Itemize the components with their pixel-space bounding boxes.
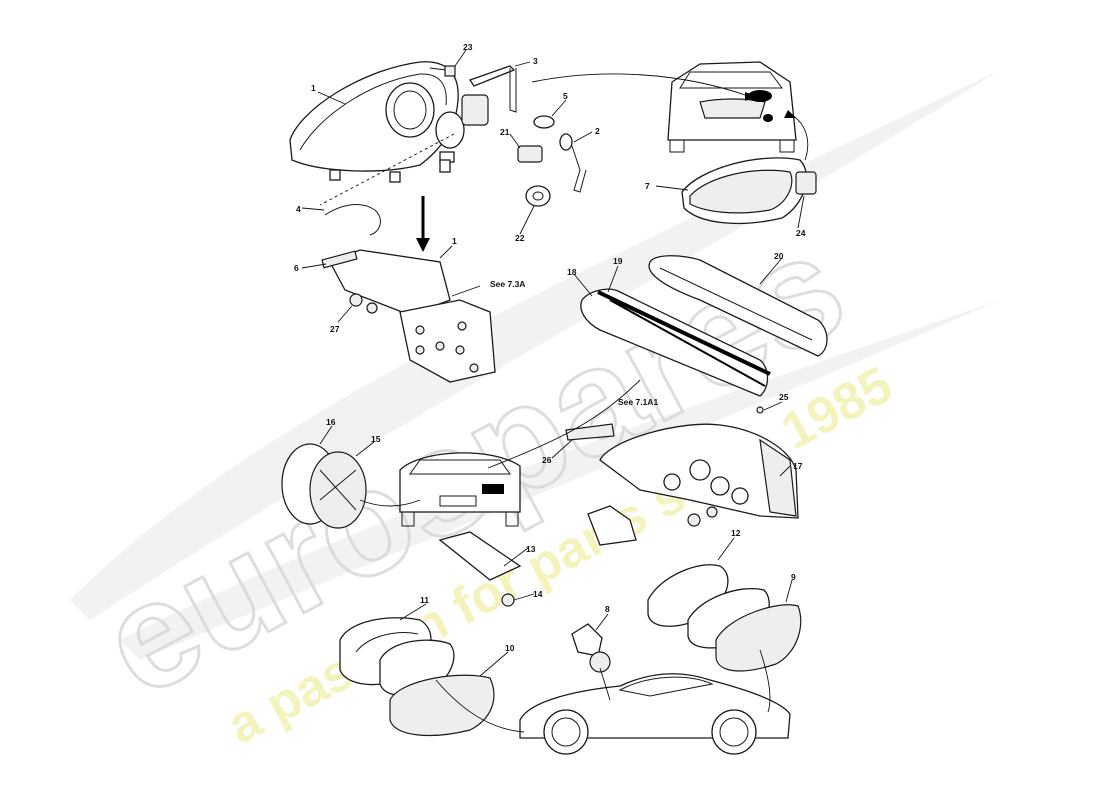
callout-1: 1 (311, 83, 316, 93)
fastener (349, 293, 363, 307)
callouts: 1 2 3 4 5 6 7 8 9 10 11 12 13 14 15 16 1… (294, 42, 806, 653)
lens-bar (580, 288, 769, 397)
callout-7: 7 (645, 181, 650, 191)
headlamp-assembly (289, 61, 587, 383)
callout-25: 25 (779, 392, 789, 402)
callout-23: 23 (463, 42, 473, 52)
callout-16: 16 (326, 417, 336, 427)
retaining-ring (533, 115, 555, 129)
headlamp-lens (385, 82, 435, 138)
seal-strip (597, 290, 771, 376)
callout-3: 3 (533, 56, 538, 66)
rear-light-bar (580, 255, 828, 414)
callout-20: 20 (774, 251, 784, 261)
rear-wheel (711, 709, 757, 755)
callout-22: 22 (515, 233, 525, 243)
callout-17: 17 (793, 461, 803, 471)
tail-lamp-assembly (565, 423, 799, 546)
gasket (565, 423, 615, 441)
seal-washer (525, 185, 551, 207)
callout-15: 15 (371, 434, 381, 444)
bulb-holder (517, 145, 543, 163)
callout-1-bracket: 1 (452, 236, 457, 246)
callout-24: 24 (796, 228, 806, 238)
callout-leaders (301, 49, 805, 677)
screw (756, 406, 764, 414)
side-marker (571, 623, 603, 657)
headlamp-bracket (329, 249, 451, 316)
reference-see-7-3a: See 7.3A (490, 279, 525, 289)
callout-6: 6 (294, 263, 299, 273)
callout-5: 5 (563, 91, 568, 101)
bulb-harness (468, 65, 516, 87)
plate-lamp-bracket (438, 531, 522, 581)
callout-8: 8 (605, 604, 610, 614)
callout-2: 2 (595, 126, 600, 136)
car-rear-body (399, 452, 521, 513)
rear-housing (648, 255, 828, 357)
mounting-plate (399, 299, 496, 383)
callout-12: 12 (731, 528, 741, 538)
front-car-view (531, 61, 809, 161)
plate-lamp (501, 593, 515, 607)
callout-14: 14 (533, 589, 543, 599)
callout-13: 13 (526, 544, 536, 554)
watermark-swoosh-lower (120, 300, 1000, 660)
headlamp-motor (461, 94, 489, 126)
headlamp-highlight (748, 90, 772, 102)
callout-26: 26 (542, 455, 552, 465)
callout-11: 11 (420, 595, 429, 605)
callout-27: 27 (330, 324, 340, 334)
front-wheel (543, 709, 589, 755)
breather-pipe (324, 204, 381, 236)
callout-4: 4 (296, 204, 301, 214)
callout-10: 10 (505, 643, 515, 653)
side-repeaters (339, 564, 802, 737)
side-car-view (435, 649, 791, 755)
callout-18: 18 (567, 267, 577, 277)
rear-car-view (281, 379, 641, 607)
reference-see-7-1a1: See 7.1A1 (618, 397, 658, 407)
connector (444, 65, 456, 77)
callout-9: 9 (791, 572, 796, 582)
fog-lamp (681, 157, 817, 225)
watermark: eurospares a passion for parts since 198… (70, 70, 1000, 756)
callout-19: 19 (613, 256, 623, 266)
tail-lamp-highlight (482, 484, 504, 494)
callout-21: 21 (500, 127, 510, 137)
